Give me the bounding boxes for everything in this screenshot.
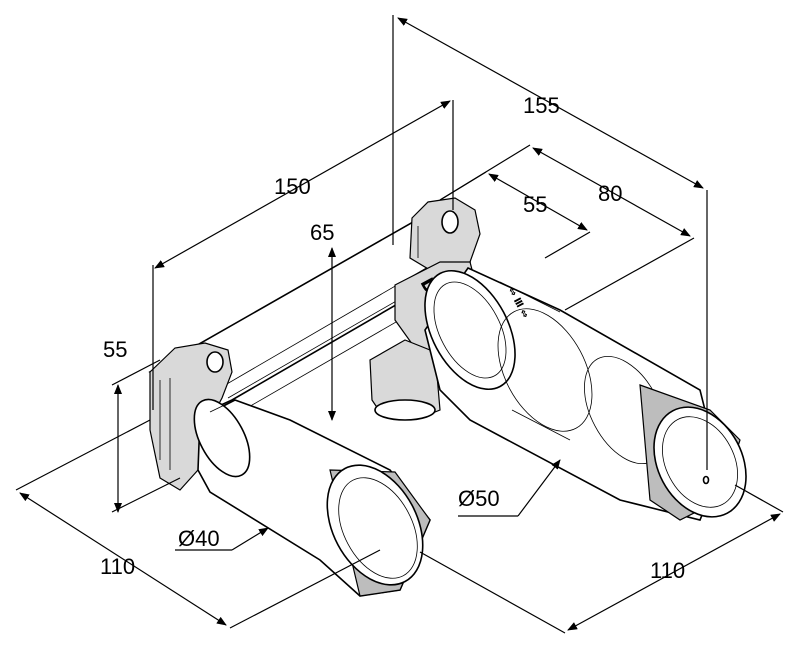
- diameter-40-label: Ø40: [178, 526, 220, 551]
- outlet-cylinder-right: ⇔ Ⅲ ⇔: [424, 266, 747, 521]
- dimension-110-left: 110: [100, 554, 135, 579]
- dimension-lines: [15, 15, 784, 634]
- outlet-cylinder-left: [193, 398, 431, 597]
- dimension-65: 65: [310, 220, 334, 245]
- dimension-55-top: 55: [523, 192, 547, 217]
- dimension-150: 150: [274, 174, 311, 199]
- diameter-50-label: Ø50: [458, 486, 500, 511]
- dimension-55-left: 55: [103, 337, 127, 362]
- dimension-155: 155: [523, 93, 560, 118]
- dimension-110-right: 110: [650, 558, 685, 583]
- dimension-80: 80: [598, 181, 622, 206]
